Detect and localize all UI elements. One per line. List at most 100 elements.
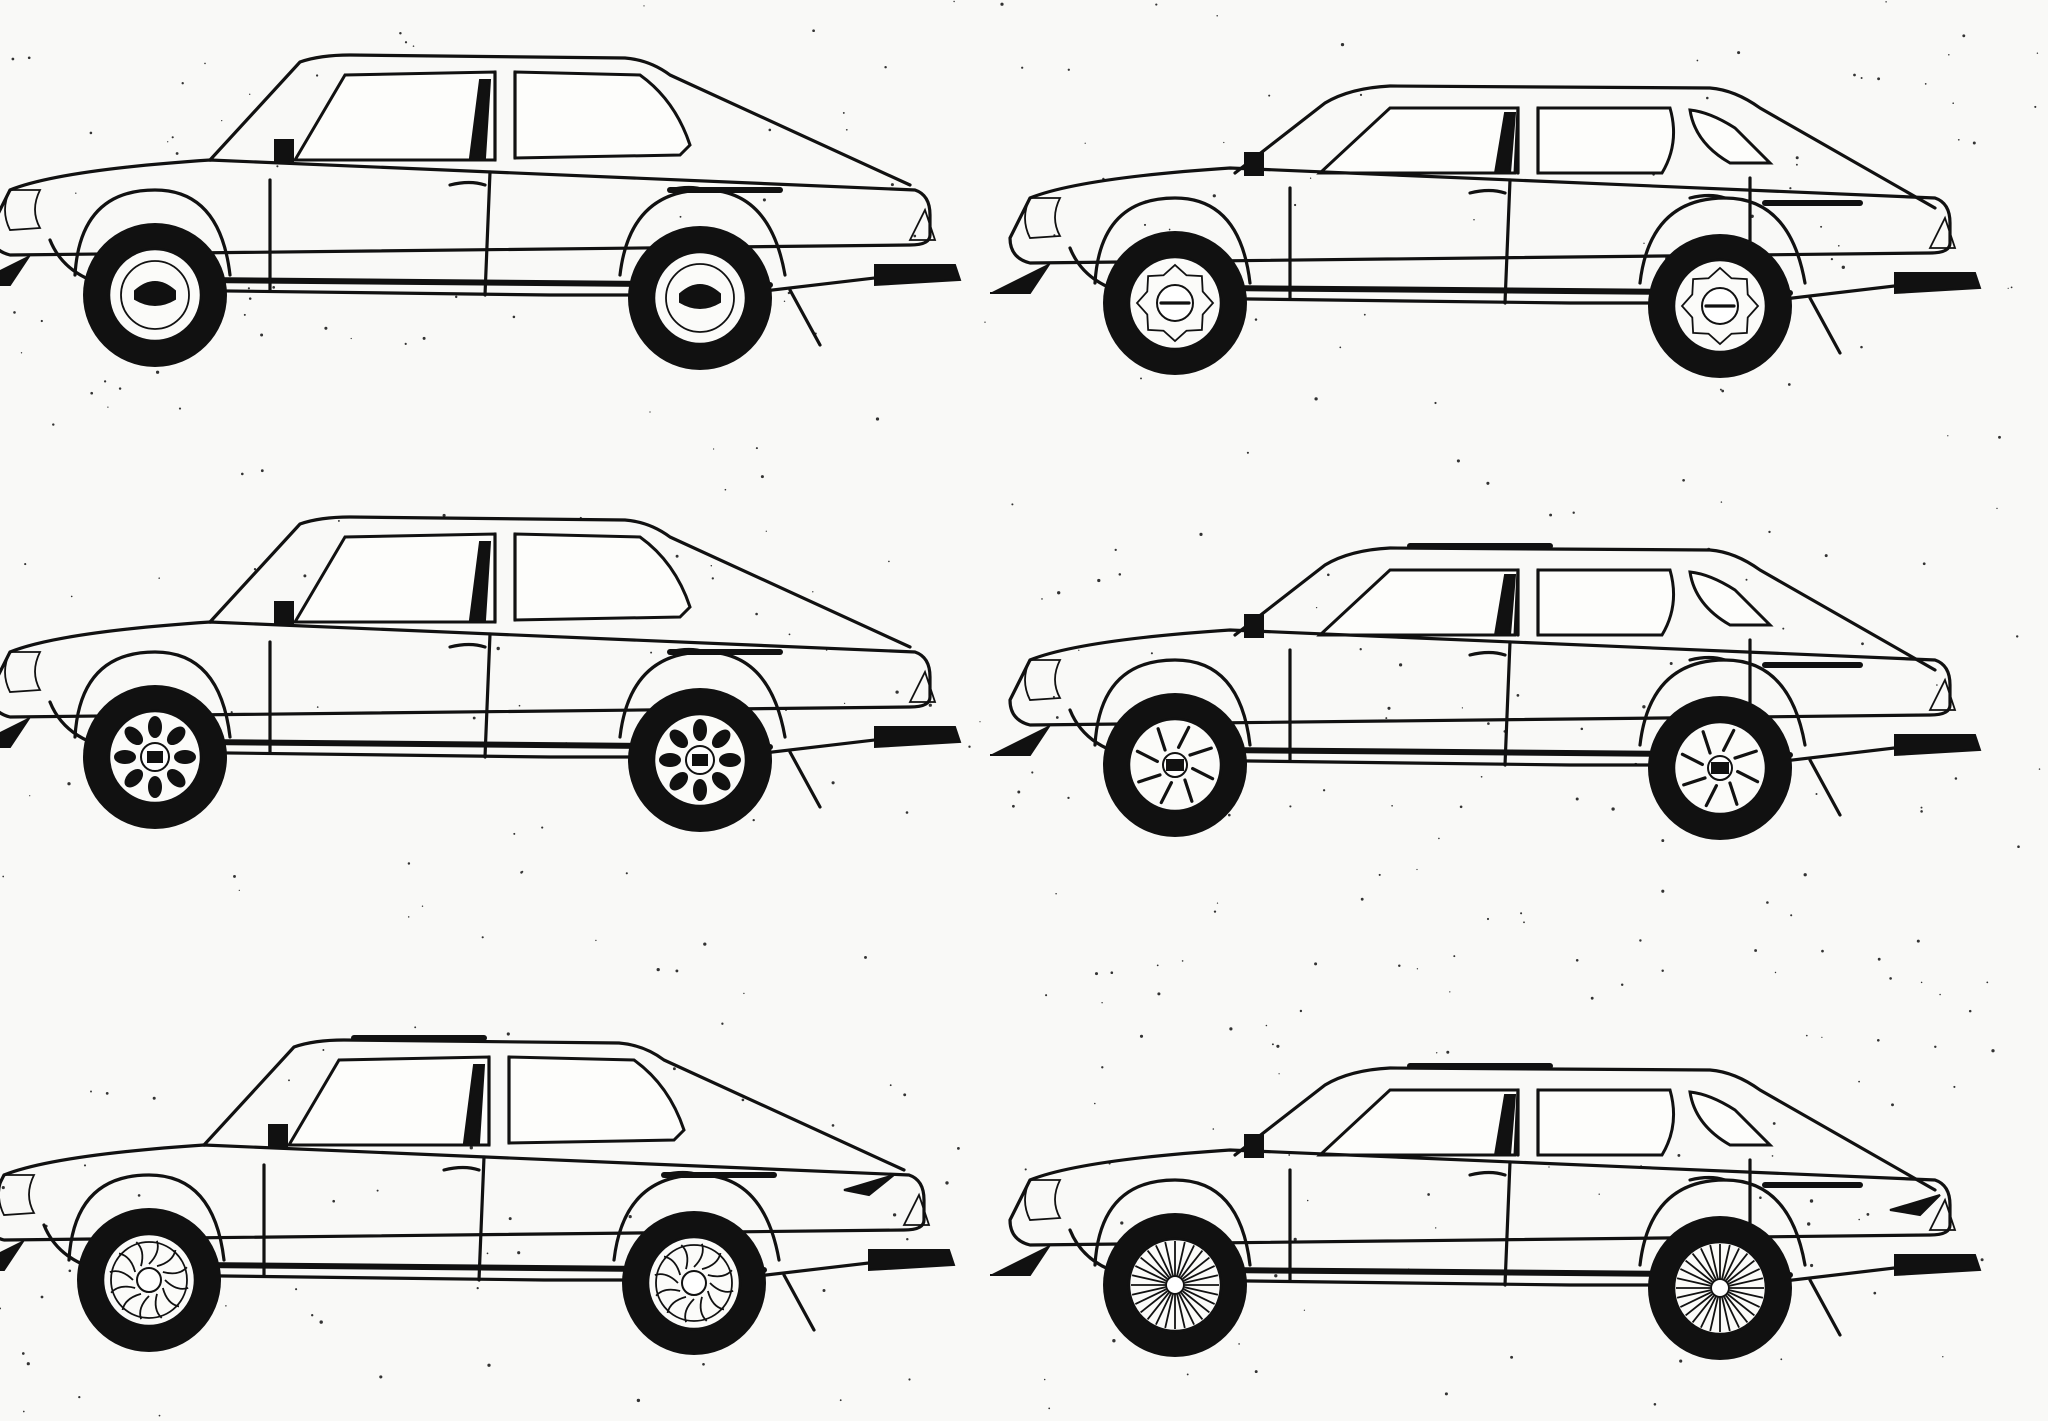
wheel-3-rear [628,688,772,832]
roofline [1233,1066,1937,1192]
rear-side-window [513,70,692,160]
rear-spoiler [843,1174,895,1197]
side-mirror [274,601,294,625]
bumpers [990,724,1982,757]
bumpers [990,262,1982,295]
seat-headrest [1493,574,1517,636]
body-shell [1008,166,1952,265]
roofline [208,515,912,649]
front-window [1316,1088,1520,1157]
door-cuts [268,632,492,759]
tail-lamp [1928,1197,1957,1231]
b-pillar [1516,1088,1540,1157]
roofline [202,1038,906,1172]
bumpers [990,1244,1982,1277]
b-pillar [493,532,517,624]
headlamp [1024,197,1062,239]
side-mirror [274,139,294,163]
wheel-2-front [1103,231,1247,375]
wheel-5-front [77,1208,221,1352]
side-mirror [1244,1134,1264,1158]
rear-arch [1638,658,1807,747]
b-pillar [1516,106,1540,175]
front-window [286,1055,491,1147]
roofline [1233,84,1937,210]
body-shell [0,1143,926,1242]
wheel-6-front [1103,1213,1247,1357]
quarter-window [1688,570,1774,627]
side-mirror [1244,614,1264,638]
front-window [1316,568,1520,637]
front-window [292,532,497,624]
rear-arch [1638,196,1807,285]
car-5 [0,1035,956,1355]
rear-door-window [1536,568,1676,637]
rear-arch [618,650,787,739]
body-shell [0,620,932,719]
door-cuts [262,1155,486,1282]
wheel-3-front [83,685,227,829]
roofline [208,53,912,187]
rear-side-window [507,1055,686,1145]
tail-lamp [908,207,937,241]
bumpers [0,254,962,287]
car-3 [0,515,962,832]
quarter-window [1688,108,1774,165]
seat-headrest [468,79,492,159]
headlamp [1024,659,1062,701]
rear-arch [1638,1178,1807,1267]
b-pillar [1516,568,1540,637]
wheel-1-rear [628,226,772,370]
rear-door-window [1536,106,1676,175]
tail-lamp [908,669,937,703]
bumpers [0,1239,956,1272]
headlamp [0,1174,36,1216]
car-4 [990,543,1982,840]
door-cuts [1288,640,1512,767]
rear-side-window [513,532,692,622]
rear-spoiler [1889,1194,1941,1217]
seat-headrest [462,1064,486,1144]
front-window [292,70,497,162]
seat-headrest [1493,112,1517,174]
side-mirror [268,1124,288,1148]
seat-headrest [468,541,492,621]
front-arch [67,1173,226,1262]
tail-lamp [902,1192,931,1226]
door-cuts [268,170,492,297]
roofline [1233,546,1937,672]
side-mirror [1244,152,1264,176]
tail-lamp [1928,677,1957,711]
wheel-4-front [1103,693,1247,837]
door-cuts [1288,178,1512,305]
seat-headrest [1493,1094,1517,1156]
headlamp [1024,1179,1062,1221]
door-cuts [1288,1160,1512,1287]
b-pillar [487,1055,511,1147]
front-arch [1093,658,1252,747]
front-window [1316,106,1520,175]
car-2 [990,84,1982,378]
car-6 [990,1063,1982,1360]
front-arch [73,650,232,739]
tail-lamp [1928,215,1957,249]
front-arch [73,188,232,277]
headlamp [4,651,42,693]
body-shell [1008,628,1952,727]
wheel-5-rear [622,1211,766,1355]
quarter-window [1688,1090,1774,1147]
rear-arch [612,1173,781,1262]
front-arch [1093,196,1252,285]
body-shell [0,158,932,257]
body-shell [1008,1148,1952,1247]
wheel-6-rear [1648,1216,1792,1360]
car-1 [0,53,962,370]
wheel-1-front [83,223,227,367]
front-arch [1093,1178,1252,1267]
rear-arch [618,188,787,277]
headlamp [4,189,42,231]
bumpers [0,716,962,749]
rear-door-window [1536,1088,1676,1157]
